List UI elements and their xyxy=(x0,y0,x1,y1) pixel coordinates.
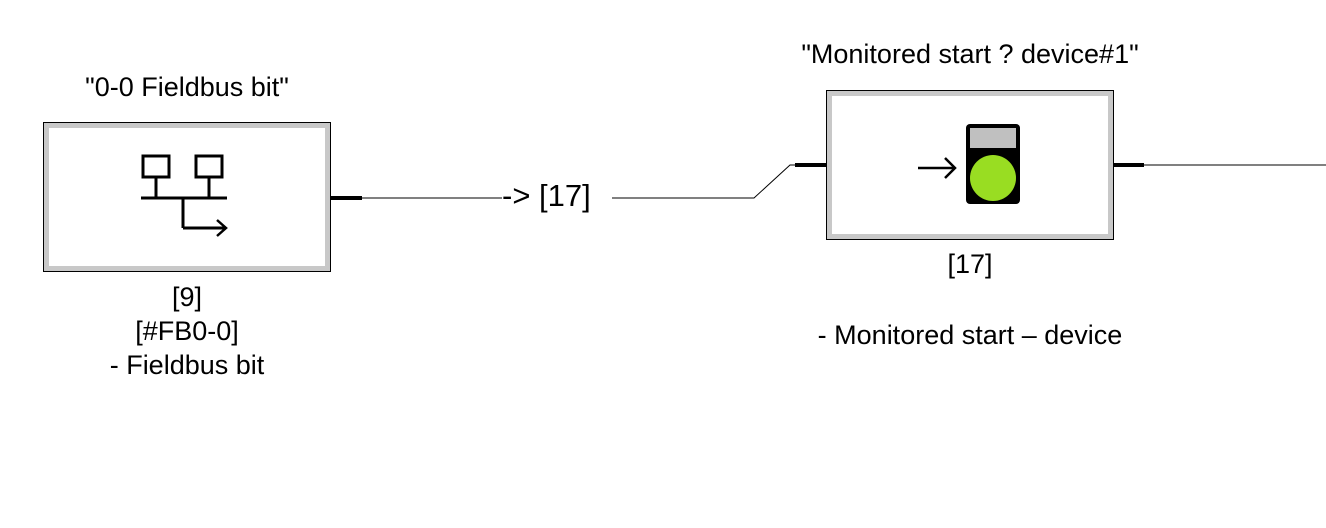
network-output-icon xyxy=(141,154,228,237)
monitored-start-block-description: - Monitored start – device xyxy=(817,320,1123,350)
fieldbus-block[interactable] xyxy=(43,122,331,272)
wire-segment xyxy=(612,164,795,199)
indicator-light xyxy=(970,155,1016,201)
fieldbus-block-id: [9] xyxy=(171,282,203,312)
fieldbus-block-description: - Fieldbus bit xyxy=(109,350,265,380)
connection-label: -> [17] xyxy=(502,178,591,213)
monitored-start-block[interactable] xyxy=(826,90,1114,240)
fieldbus-block-address: [#FB0-0] xyxy=(135,316,239,346)
monitored-start-block-id: [17] xyxy=(947,249,993,279)
monitored-start-block-title: "Monitored start ? device#1" xyxy=(801,39,1139,69)
traffic-light-green-icon xyxy=(918,124,1020,204)
fieldbus-block-title: "0-0 Fieldbus bit" xyxy=(85,72,289,102)
